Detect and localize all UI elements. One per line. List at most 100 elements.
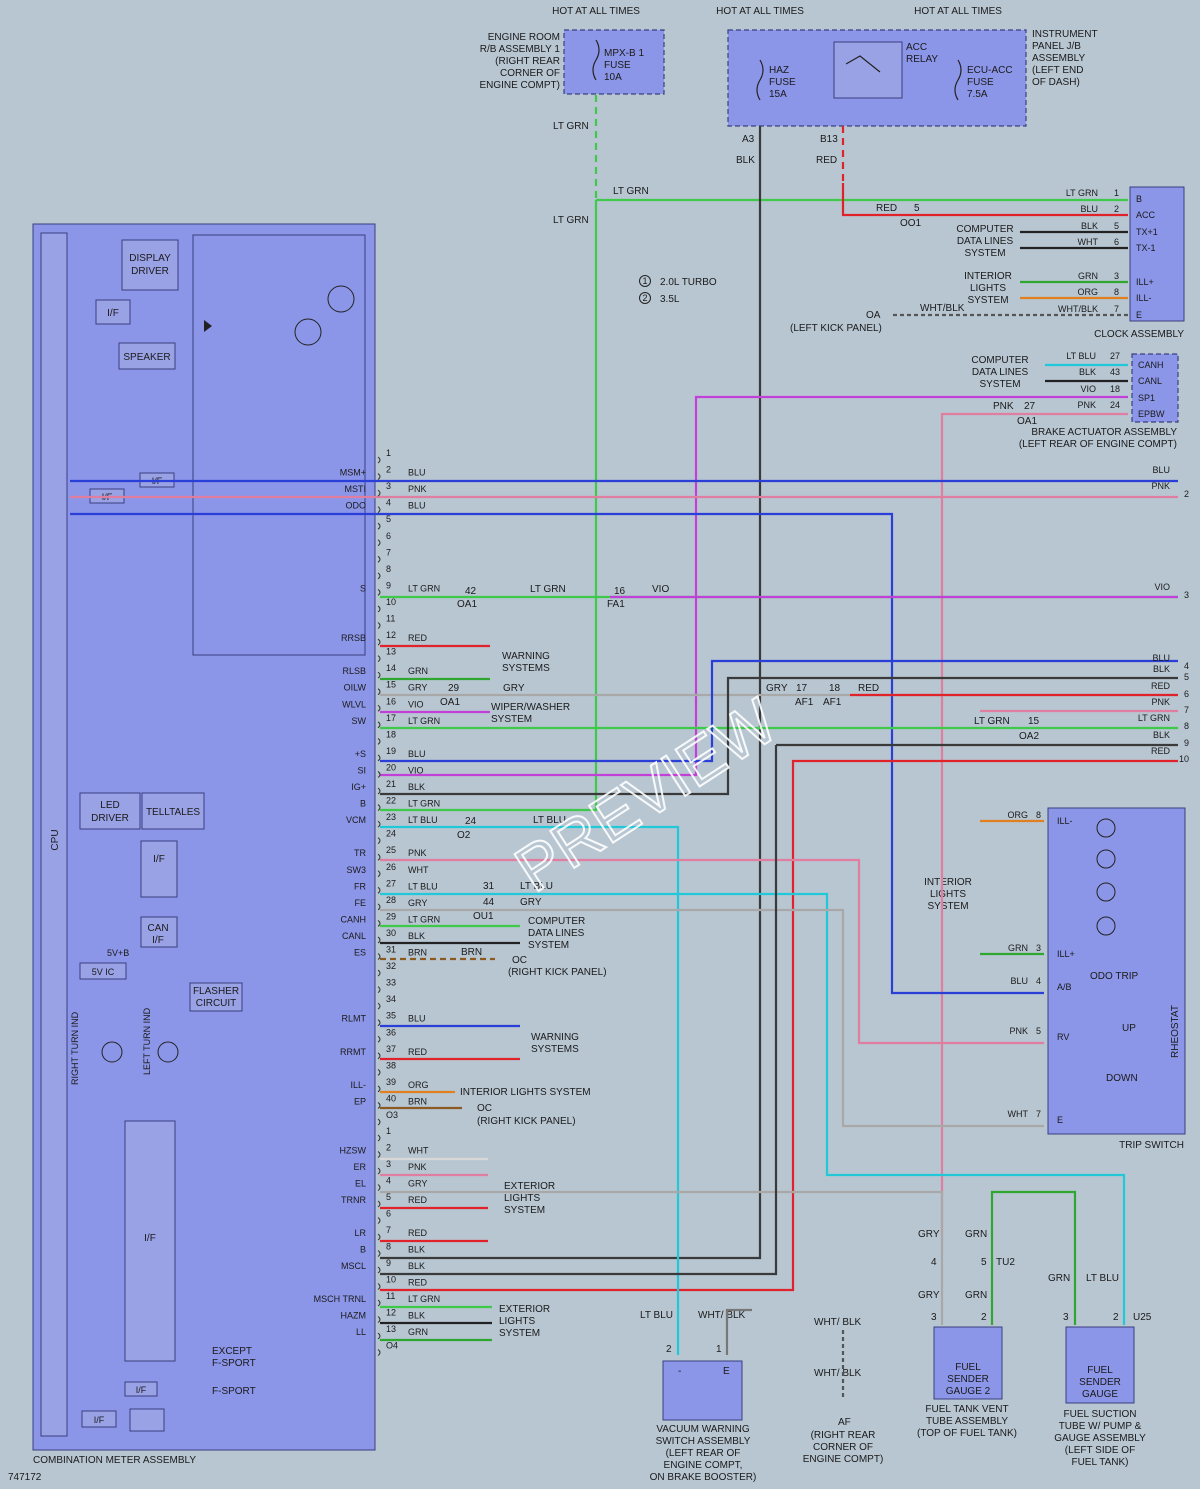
cdl-mid-3: SYSTEM xyxy=(528,940,569,951)
o2-connector-mark-13 xyxy=(377,671,381,679)
wire-ltblu-vcm: LT BLU xyxy=(533,815,566,826)
o2-connector-mark-9 xyxy=(377,605,381,613)
led-driver-label-2: DRIVER xyxy=(91,813,129,824)
trip-pin-0: ILL- xyxy=(1057,816,1073,826)
ipjb-label-1: INSTRUMENT xyxy=(1032,29,1098,40)
o2-connector-mark-1 xyxy=(377,473,381,480)
right-edge-wire-3: BLU xyxy=(1152,653,1170,663)
right-edge-num-7: 8 xyxy=(1184,721,1189,731)
haz-fuse-label-3: 15A xyxy=(769,89,787,100)
left-turn-led-icon xyxy=(157,1041,179,1063)
brake-wire-2: VIO xyxy=(1080,384,1096,394)
legend-marker-2-num: 2 xyxy=(642,293,647,303)
o2-pin-number-9: 10 xyxy=(386,597,396,607)
illumination-led-4-icon xyxy=(1096,916,1116,936)
trip-num-2: 4 xyxy=(1036,976,1041,986)
o2-connector-mark-19 xyxy=(377,771,381,778)
o2-pin-number-30: 31 xyxy=(386,945,396,955)
o4-pin-signal-11: HAZM xyxy=(341,1311,367,1321)
trip-pin-3: RV xyxy=(1057,1032,1069,1042)
vacuum-whtblk: WHT/ BLK xyxy=(698,1310,746,1321)
connector-ou1: OU1 xyxy=(473,911,494,922)
o2-pin-number-32: 33 xyxy=(386,978,396,988)
vent-grn-a: GRN xyxy=(965,1229,987,1240)
if-label-big: I/F xyxy=(144,1233,156,1244)
o2-connector-mark-34 xyxy=(377,1019,381,1027)
illumination-led-1-icon xyxy=(1096,818,1116,838)
right-edge-num-4: 5 xyxy=(1184,672,1189,682)
brake-num-1: 43 xyxy=(1110,367,1120,377)
tu2-pin-5: 5 xyxy=(981,1257,987,1268)
clock-pin-5: 5 xyxy=(914,203,920,214)
clock-num-2: 5 xyxy=(1114,221,1119,231)
pin-44: 44 xyxy=(483,897,495,908)
rkp-label-1: (RIGHT KICK PANEL) xyxy=(508,967,607,978)
o2-connector-mark-38 xyxy=(377,1085,381,1093)
o2-connector-mark-37 xyxy=(377,1068,381,1076)
clock-num-1: 2 xyxy=(1114,204,1119,214)
flasher-circuit-block xyxy=(189,982,243,1012)
illumination-led-3-icon xyxy=(1096,882,1116,902)
o2-connector-mark-31 xyxy=(377,969,381,977)
o2-connector-mark-2 xyxy=(377,489,381,497)
display-driver-block xyxy=(121,239,179,291)
wire-fe-gry xyxy=(380,908,1044,1128)
rkp-label-2: (RIGHT KICK PANEL) xyxy=(477,1116,576,1127)
telltales-label: TELLTALES xyxy=(146,807,200,818)
flasher-label-1: FLASHER xyxy=(193,986,239,997)
trip-ils-1: INTERIOR xyxy=(924,877,972,888)
o4-pin-wire-12: GRN xyxy=(408,1327,428,1337)
wiper-label-2: SYSTEM xyxy=(491,714,532,725)
acc-relay-box xyxy=(833,41,903,99)
right-edge-wire-1: PNK xyxy=(1151,481,1170,491)
o2-pin-wire-39: BRN xyxy=(408,1096,427,1106)
ecu-fuse-label-2: FUSE xyxy=(967,77,994,88)
wire-brake-epbw xyxy=(940,412,1128,1240)
connector-u25: U25 xyxy=(1133,1312,1152,1323)
o4-connector-mark-5 xyxy=(377,1217,381,1224)
wiper-label-1: WIPER/WASHER xyxy=(491,702,570,713)
ipjb-label-2: PANEL J/B xyxy=(1032,41,1081,52)
o4-pin-number-10: 11 xyxy=(386,1291,395,1301)
gauge-label-3: GAUGE xyxy=(1082,1389,1118,1400)
suction-ltblu: LT BLU xyxy=(1086,1273,1119,1284)
vent-gry-a: GRY xyxy=(918,1229,940,1240)
connector-oo1: OO1 xyxy=(900,218,922,229)
o2-pin-number-22: 23 xyxy=(386,812,396,822)
o2-pin-wire-36: RED xyxy=(408,1047,428,1057)
vacuum-pin-2: 2 xyxy=(666,1344,672,1355)
o2-connector-mark-6 xyxy=(377,555,381,563)
o2-pin-number-28: 29 xyxy=(386,911,396,921)
legend-label-1: 2.0L TURBO xyxy=(660,277,717,288)
mpx-fuse-label-1: MPX-B 1 xyxy=(604,48,644,59)
suction-label-1: FUEL SUCTION xyxy=(1064,1409,1137,1420)
acc-relay-label-2: RELAY xyxy=(906,54,938,65)
o2-connector-mark-36 xyxy=(377,1052,381,1060)
if-block-fsport xyxy=(124,1381,158,1397)
o2-pin-wire-38: ORG xyxy=(408,1080,429,1090)
trip-wire-2: BLU xyxy=(1010,976,1028,986)
o2-pin-wire-21: LT GRN xyxy=(408,799,440,809)
vent-grn-b: GRN xyxy=(965,1290,987,1301)
tu2-pin-4: 4 xyxy=(931,1257,937,1268)
ecu-fuse-label-3: 7.5A xyxy=(967,89,988,100)
wire-ig-blk xyxy=(380,676,1178,796)
o2-connector-mark-21 xyxy=(377,804,381,811)
fuel-sender-gauge-box xyxy=(1065,1326,1135,1404)
trip-wire-1: GRN xyxy=(1008,943,1028,953)
connector-fa1: FA1 xyxy=(607,599,625,610)
vent-label-3: (TOP OF FUEL TANK) xyxy=(917,1428,1017,1439)
clock-ils-1: INTERIOR xyxy=(964,271,1012,282)
o2-pin-signal-19: SI xyxy=(357,765,366,775)
af-ground-label: AF xyxy=(838,1417,851,1428)
brake-title-2: (LEFT REAR OF ENGINE COMPT) xyxy=(1019,439,1177,450)
pin-42: 42 xyxy=(465,586,477,597)
o2-pin-signal-11: RRSB xyxy=(341,633,366,643)
brake-cdl-3: SYSTEM xyxy=(979,379,1020,390)
o2-pin-number-38: 39 xyxy=(386,1077,396,1087)
o4-pin-number-1: 2 xyxy=(386,1143,391,1153)
o2-pin-number-1: 2 xyxy=(386,465,391,475)
diagram-id: 747172 xyxy=(8,1472,42,1483)
can-label-2: I/F xyxy=(152,935,164,946)
o2-pin-wire-8: LT GRN xyxy=(408,583,440,593)
